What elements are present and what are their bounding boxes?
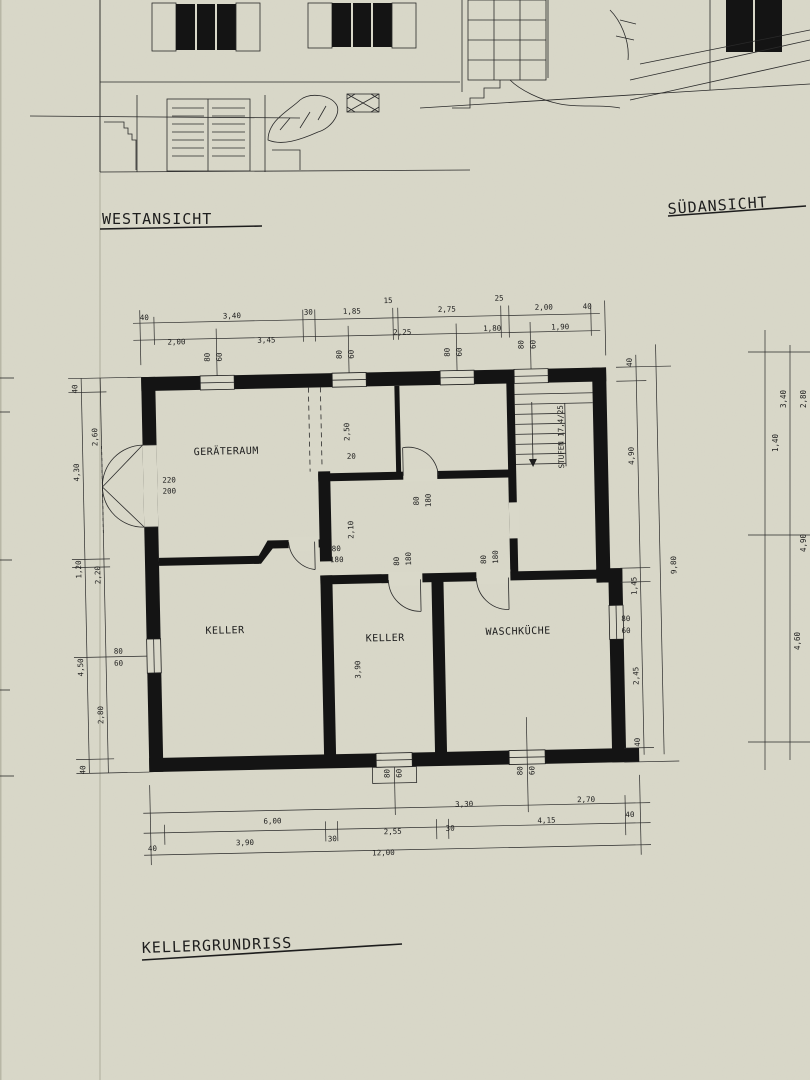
dim-label: 60 <box>455 347 464 357</box>
dim-label: 40 <box>583 302 593 311</box>
room-label-waschkueche: WASCHKÜCHE <box>485 624 550 638</box>
dim-label: 12,00 <box>372 848 395 857</box>
dim-label: 1,85 <box>343 307 361 316</box>
dim-label: 40 <box>148 844 158 853</box>
dim-label: 40 <box>625 357 634 367</box>
dim-label: 2,70 <box>577 795 596 804</box>
dim-label: 1,90 <box>551 322 570 331</box>
basement-floor-plan: STUFEN 17,4/25 GERÄTERAUM KELLER KELLER … <box>68 294 680 866</box>
dim-label: 200 <box>162 486 176 495</box>
dim-label: 2,20 <box>93 565 102 584</box>
dim-label: 80 <box>332 544 342 553</box>
elevation-shutter <box>166 98 251 172</box>
dim-label: 6,00 <box>263 816 282 825</box>
dim-label: 80 <box>382 769 391 779</box>
window-openings <box>146 368 625 784</box>
dim-label: 3,40 <box>779 389 788 408</box>
dim-label: 4,60 <box>793 631 802 650</box>
interior-doors <box>288 446 520 612</box>
dim-label: 2,10 <box>346 520 355 539</box>
dim-label: 180 <box>491 550 500 564</box>
left-edge-ticks <box>0 377 14 777</box>
dim-label: 180 <box>404 551 413 565</box>
dim-label: 1,80 <box>483 324 502 333</box>
dim-label: 4,90 <box>627 446 636 465</box>
dim-label: 15 <box>383 296 392 305</box>
dim-label: 80 <box>335 349 344 359</box>
adjacent-plan-fragment: 3,40 2,80 1,40 4,90 4,60 <box>748 330 810 770</box>
dim-label: 3,30 <box>455 799 474 808</box>
dim-label: 2,25 <box>393 328 411 337</box>
dim-label: 60 <box>347 349 356 359</box>
dim-label: 20 <box>347 452 357 461</box>
dim-label: 2,00 <box>535 303 554 312</box>
dim-label: 80 <box>203 352 212 362</box>
dim-label: 80 <box>516 340 525 350</box>
dim-label: 30 <box>304 308 314 317</box>
dim-label: 4,50 <box>76 658 85 677</box>
dimension-labels: 40 3,40 30 1,85 15 2,75 25 2,00 40 2,00 … <box>70 294 678 858</box>
dimension-lines <box>68 300 680 866</box>
dim-label: 4,90 <box>799 533 808 552</box>
elevation-window <box>307 2 417 49</box>
garage-double-door <box>101 444 159 537</box>
elevation-steps <box>104 121 137 170</box>
dim-label: 60 <box>114 659 124 668</box>
dim-label: 2,60 <box>90 428 99 447</box>
dim-label: 30 <box>328 834 338 843</box>
dim-label: 30 <box>446 824 456 833</box>
dim-label: 9,80 <box>669 555 678 574</box>
dim-label: 80 <box>114 647 124 656</box>
dim-label: 80 <box>515 766 524 776</box>
dim-label: 2,80 <box>799 389 808 408</box>
dim-label: 180 <box>424 493 433 507</box>
dim-label: 80 <box>479 554 488 564</box>
dim-label: 2,75 <box>438 305 456 314</box>
dim-label: 40 <box>625 810 635 819</box>
dim-label: 1,45 <box>629 577 638 595</box>
dim-label: 3,45 <box>257 335 275 344</box>
dim-label: 2,80 <box>96 705 105 724</box>
dim-label: 1,40 <box>771 433 780 452</box>
dim-label: 2,00 <box>167 337 186 346</box>
dim-label: 4,15 <box>537 816 555 825</box>
dim-label: 80 <box>392 556 401 566</box>
dim-label: 40 <box>70 384 79 394</box>
dim-label: 80 <box>412 496 421 506</box>
dim-label: 60 <box>215 352 224 362</box>
dim-label: 40 <box>140 313 150 322</box>
dim-label: 80 <box>621 614 631 623</box>
heading-kellergrundriss: KELLERGRUNDRISS <box>142 934 293 957</box>
west-elevation: WESTANSICHT <box>29 0 471 230</box>
stair: STUFEN 17,4/25 <box>514 392 593 468</box>
dim-label: 60 <box>528 339 537 349</box>
dim-label: 3,40 <box>223 311 242 320</box>
dim-label: 80 <box>443 347 452 357</box>
elevation-window <box>151 2 261 52</box>
dim-label: 220 <box>162 475 176 484</box>
dim-label: 3,90 <box>353 660 362 679</box>
dim-label: 40 <box>633 737 642 747</box>
dim-label: 180 <box>330 555 344 564</box>
dim-label: 25 <box>494 294 503 303</box>
elevation-shrub <box>267 94 339 143</box>
dim-label: 1,20 <box>74 560 83 579</box>
stairs-label: STUFEN 17,4/25 <box>556 405 566 468</box>
dim-label: 40 <box>78 765 87 775</box>
dim-label: 2,55 <box>384 827 402 836</box>
dim-label: 60 <box>621 626 631 635</box>
dim-label: 60 <box>527 765 536 775</box>
room-label-geraeteraum: GERÄTERAUM <box>194 444 259 458</box>
room-label-keller: KELLER <box>366 633 406 645</box>
dim-label: 2,45 <box>631 667 640 685</box>
heading-westansicht: WESTANSICHT <box>102 210 212 228</box>
dim-label: 60 <box>394 768 403 778</box>
room-label-keller: KELLER <box>205 625 245 637</box>
elevation-vent <box>346 93 380 113</box>
dim-label: 2,50 <box>342 422 351 441</box>
dim-label: 3,90 <box>236 838 255 847</box>
dim-label: 4,30 <box>72 463 81 482</box>
